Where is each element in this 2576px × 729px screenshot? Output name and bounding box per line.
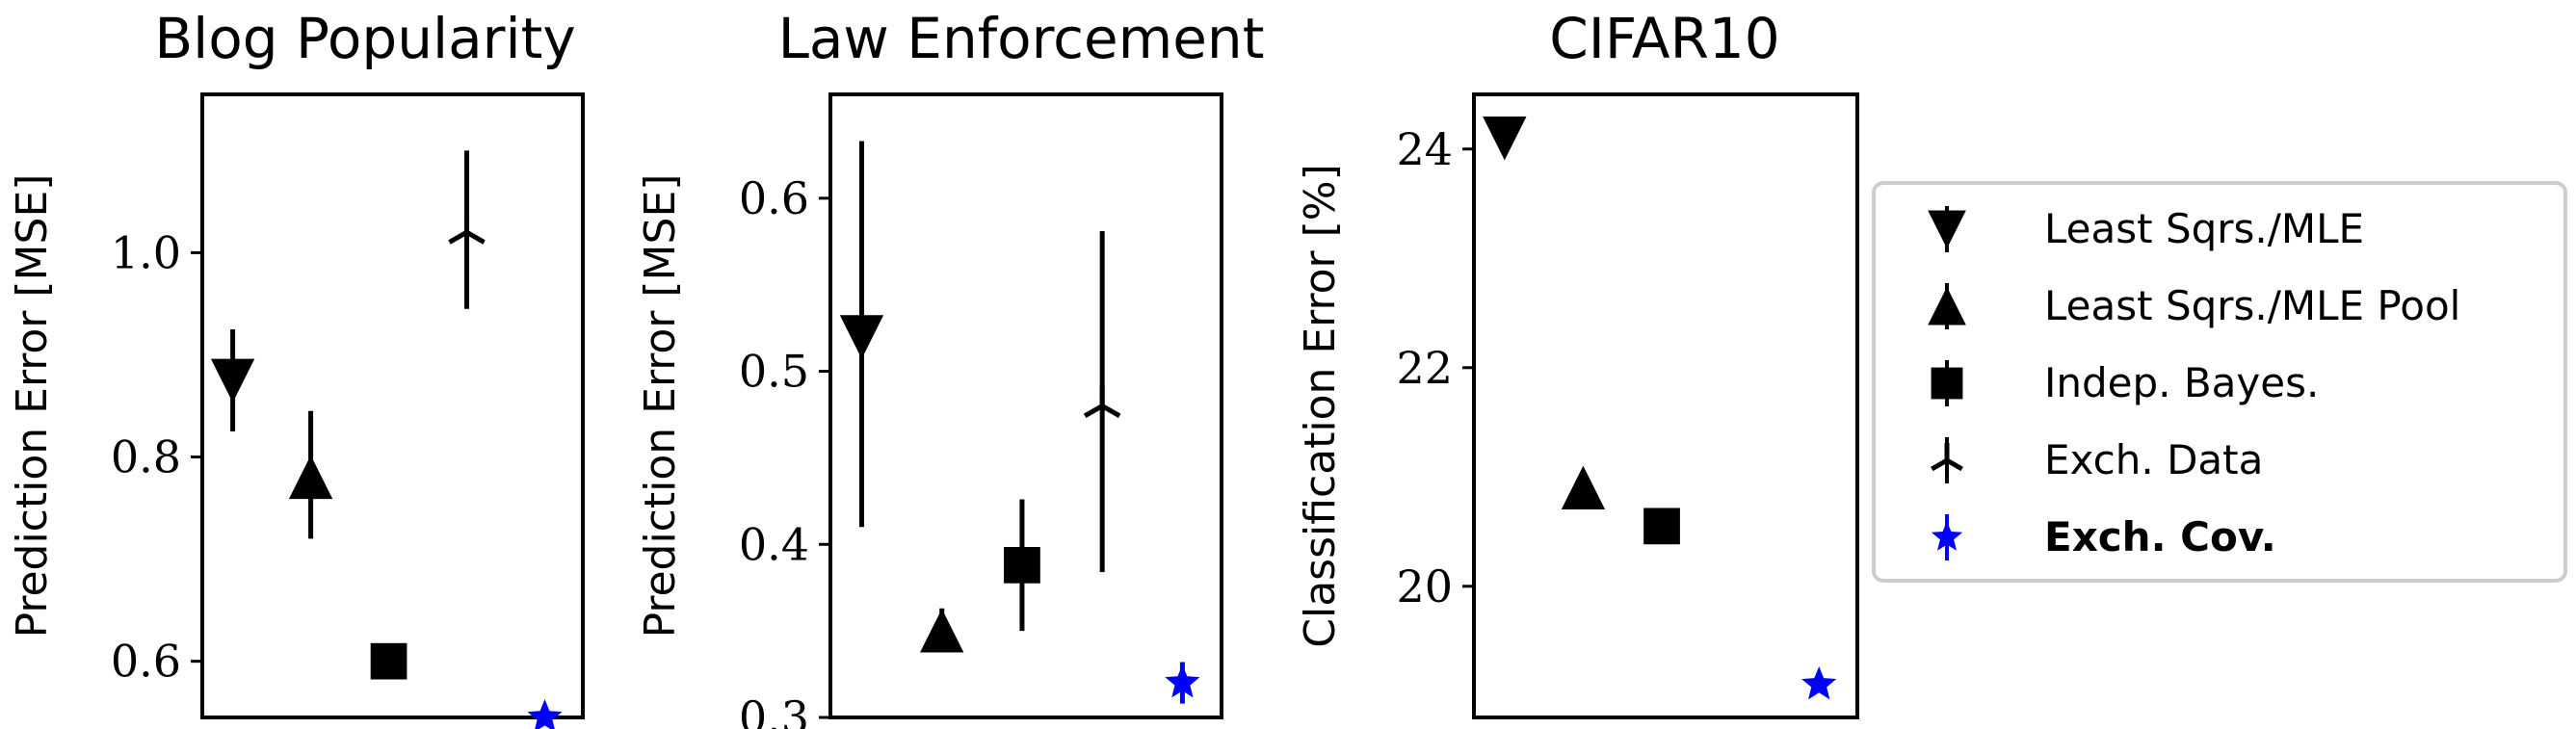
y-tick-label: 20 <box>1396 560 1453 612</box>
data-point-least-sqrs-mle-pool <box>288 455 333 500</box>
y-tick-label: 0.6 <box>739 172 809 224</box>
legend-marker-least-sqrs-mle-pool <box>1928 286 1966 325</box>
legend: Least Sqrs./MLE Least Sqrs./MLE PoolIndep… <box>1872 181 2567 583</box>
data-point-exch-cov <box>527 699 563 729</box>
panel-title: Law Enforcement <box>778 6 1265 71</box>
axes-frame <box>1472 92 1859 719</box>
data-point-least-sqrs-mle <box>210 358 255 403</box>
data-point-exch-data <box>448 212 486 245</box>
data-point-exch-cov <box>1801 665 1837 700</box>
legend-item-least-sqrs-mle-pool: Least Sqrs./MLE Pool <box>1928 282 2460 329</box>
y-tick-label: 0.3 <box>739 691 809 729</box>
legend-item-indep-bayes: Indep. Bayes. <box>1931 359 2319 406</box>
data-point-exch-data <box>1083 385 1121 419</box>
data-point-least-sqrs-mle <box>1483 117 1527 161</box>
y-tick-label: 0.6 <box>111 636 181 688</box>
legend-item-exch-cov: Exch. Cov. <box>1931 513 2276 560</box>
legend-label: Exch. Data <box>2044 436 2263 483</box>
data-point-exch-cov <box>1165 664 1200 698</box>
panel-title: Blog Popularity <box>154 6 575 71</box>
legend-frame <box>1872 181 2567 583</box>
y-axis-label: Prediction Error [MSE] <box>8 174 57 638</box>
y-tick-label: 1.0 <box>111 226 181 278</box>
data-point-indep-bayes <box>1643 508 1680 545</box>
legend-label: Exch. Cov. <box>2044 513 2276 560</box>
legend-marker-exch-cov <box>1931 521 1963 551</box>
legend-item-exch-data: Exch. Data <box>1931 436 2263 483</box>
y-axis-label: Prediction Error [MSE] <box>636 174 685 638</box>
data-point-indep-bayes <box>370 642 407 680</box>
legend-label: Least Sqrs./MLE Pool <box>2044 282 2460 329</box>
y-tick-label: 22 <box>1396 342 1453 394</box>
y-axis-label: Classification Error [%] <box>1296 164 1345 648</box>
y-tick-label: 24 <box>1396 123 1453 175</box>
y-tick-label: 0.8 <box>111 431 181 483</box>
data-point-indep-bayes <box>1004 546 1040 584</box>
y-tick-label: 0.4 <box>739 518 809 570</box>
data-point-least-sqrs-mle-pool <box>1561 465 1606 509</box>
data-point-least-sqrs-mle-pool <box>920 609 964 653</box>
panel-title: CIFAR10 <box>1549 6 1779 71</box>
legend-marker-indep-bayes <box>1931 367 1963 400</box>
legend-label: Least Sqrs./MLE <box>2044 205 2364 252</box>
y-tick-label: 0.5 <box>739 346 809 398</box>
axes-frame <box>200 92 585 719</box>
legend-label: Indep. Bayes. <box>2044 359 2319 406</box>
legend-marker-least-sqrs-mle <box>1928 210 1966 249</box>
legend-marker-exch-data <box>1931 443 1963 472</box>
axes-frame <box>828 92 1223 719</box>
legend-item-least-sqrs-mle: Least Sqrs./MLE <box>1928 205 2364 252</box>
data-point-least-sqrs-mle <box>839 315 884 359</box>
